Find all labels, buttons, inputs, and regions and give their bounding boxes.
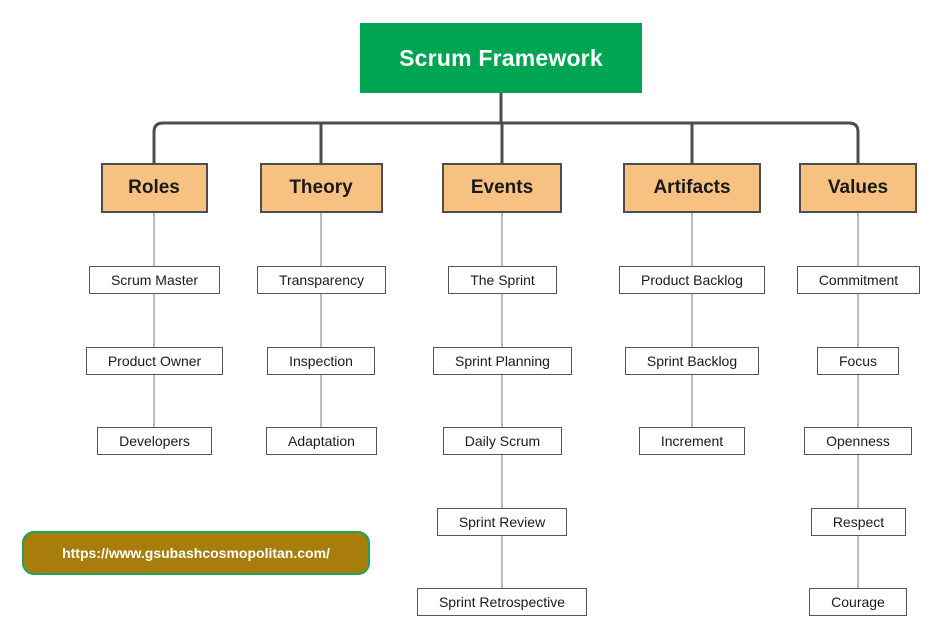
leaf-node-commitment[interactable]: Commitment [797,266,920,294]
category-node-label: Roles [128,177,180,198]
leaf-node-scrum-master[interactable]: Scrum Master [89,266,220,294]
category-node-label: Artifacts [653,177,731,198]
leaf-node-label: Increment [660,433,724,449]
leaf-node-label: Commitment [818,272,899,288]
leaf-node-the-sprint[interactable]: The Sprint [448,266,557,294]
leaf-node-product-owner[interactable]: Product Owner [86,347,223,375]
leaf-node-label: Scrum Master [110,272,199,288]
leaf-node-label: Adaptation [288,433,355,449]
leaf-node-label: Product Backlog [641,272,743,288]
leaf-node-label: The Sprint [470,272,535,288]
leaf-node-label: Sprint Planning [455,353,550,369]
category-node-label: Events [470,177,534,198]
leaf-node-label: Openness [826,433,890,449]
leaf-node-increment[interactable]: Increment [639,427,745,455]
watermark-url-badge[interactable]: https://www.gsubashcosmopolitan.com/ [22,531,370,575]
leaf-node-daily-scrum[interactable]: Daily Scrum [443,427,562,455]
leaf-node-label: Developers [119,433,190,449]
leaf-node-sprint-backlog[interactable]: Sprint Backlog [625,347,759,375]
watermark-url-label: https://www.gsubashcosmopolitan.com/ [62,545,330,561]
leaf-node-sprint-review[interactable]: Sprint Review [437,508,567,536]
root-node-label: Scrum Framework [399,44,603,71]
leaf-node-product-backlog[interactable]: Product Backlog [619,266,765,294]
root-node-scrum-framework[interactable]: Scrum Framework [360,23,642,93]
leaf-node-sprint-planning[interactable]: Sprint Planning [433,347,572,375]
leaf-node-label: Courage [831,594,885,610]
category-node-events[interactable]: Events [442,163,562,213]
leaf-node-inspection[interactable]: Inspection [267,347,375,375]
leaf-node-label: Respect [832,514,885,530]
category-node-values[interactable]: Values [799,163,917,213]
leaf-node-label: Focus [838,353,878,369]
category-node-label: Values [827,177,889,198]
leaf-node-focus[interactable]: Focus [817,347,899,375]
leaf-node-courage[interactable]: Courage [809,588,907,616]
leaf-node-label: Transparency [278,272,365,288]
leaf-node-openness[interactable]: Openness [804,427,912,455]
leaf-node-label: Inspection [289,353,353,369]
leaf-node-label: Sprint Retrospective [438,594,566,610]
category-node-label: Theory [289,177,353,198]
leaf-node-transparency[interactable]: Transparency [257,266,386,294]
leaf-node-adaptation[interactable]: Adaptation [266,427,377,455]
leaf-node-label: Daily Scrum [464,433,541,449]
leaf-node-label: Sprint Review [458,514,546,530]
leaf-node-label: Product Owner [107,353,202,369]
leaf-node-respect[interactable]: Respect [811,508,906,536]
category-node-theory[interactable]: Theory [259,163,383,213]
leaf-node-sprint-retrospective[interactable]: Sprint Retrospective [417,588,587,616]
leaf-node-label: Sprint Backlog [646,353,738,369]
category-node-roles[interactable]: Roles [100,163,208,213]
leaf-node-developers[interactable]: Developers [97,427,212,455]
category-node-artifacts[interactable]: Artifacts [623,163,761,213]
